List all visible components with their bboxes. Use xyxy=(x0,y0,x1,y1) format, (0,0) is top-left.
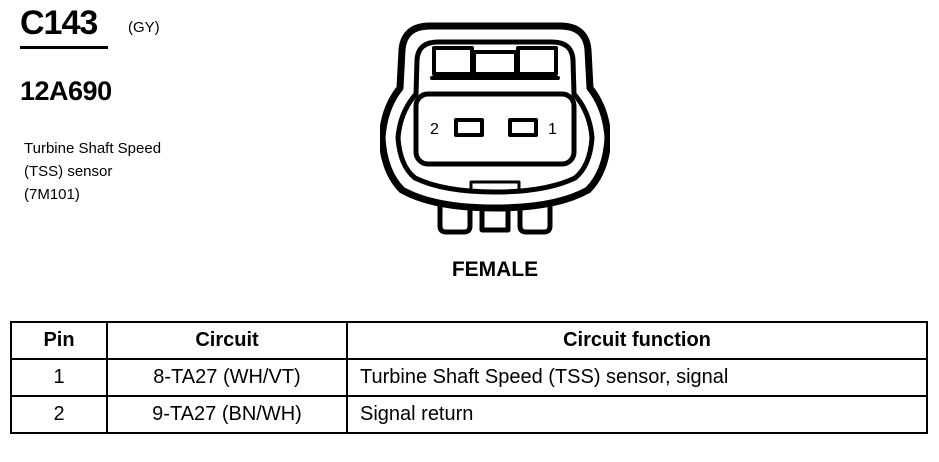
connector-housing-outer xyxy=(380,22,610,212)
description-line: Turbine Shaft Speed xyxy=(24,140,162,157)
connector-color-code: (GY) xyxy=(128,19,160,36)
pin-2-terminal xyxy=(454,118,484,137)
cell-pin: 2 xyxy=(10,395,108,434)
connector-face-diagram: 2 1 xyxy=(380,22,610,235)
cell-circuit-function: Signal return xyxy=(346,395,928,434)
cell-circuit: 9-TA27 (BN/WH) xyxy=(106,395,348,434)
description-line: (7M101) xyxy=(24,186,80,203)
latch-tab-center xyxy=(472,50,518,76)
header-circuit: Circuit xyxy=(106,321,348,360)
connector-housing-inner xyxy=(395,39,595,195)
header-circuit-function: Circuit function xyxy=(346,321,928,360)
pin-cavity-block xyxy=(413,91,577,167)
bottom-foot-left xyxy=(437,201,473,235)
part-number: 12A690 xyxy=(20,76,112,106)
component-description: Turbine Shaft Speed (TSS) sensor (7M101) xyxy=(24,137,161,206)
key-slot xyxy=(469,180,521,194)
table-header-row: Pin Circuit Circuit function xyxy=(10,321,928,360)
pin-1-terminal xyxy=(508,118,538,137)
bottom-foot-center xyxy=(479,205,511,233)
latch-tab-right xyxy=(516,46,558,76)
bottom-foot-right xyxy=(517,201,553,235)
latch-tab-left xyxy=(432,46,474,76)
pin-2-label: 2 xyxy=(430,121,439,138)
connector-gender: FEMALE xyxy=(451,258,539,281)
cell-circuit: 8-TA27 (WH/VT) xyxy=(106,358,348,397)
cell-pin: 1 xyxy=(10,358,108,397)
table-row: 1 8-TA27 (WH/VT) Turbine Shaft Speed (TS… xyxy=(10,358,928,397)
table-row: 2 9-TA27 (BN/WH) Signal return xyxy=(10,395,928,434)
connector-id: C143 xyxy=(20,4,98,42)
description-line: (TSS) sensor xyxy=(24,163,113,180)
cell-circuit-function: Turbine Shaft Speed (TSS) sensor, signal xyxy=(346,358,928,397)
header-pin: Pin xyxy=(10,321,108,360)
pinout-table: Pin Circuit Circuit function 1 8-TA27 (W… xyxy=(10,321,928,434)
pin-1-label: 1 xyxy=(548,121,557,138)
connector-id-underline xyxy=(20,46,108,49)
